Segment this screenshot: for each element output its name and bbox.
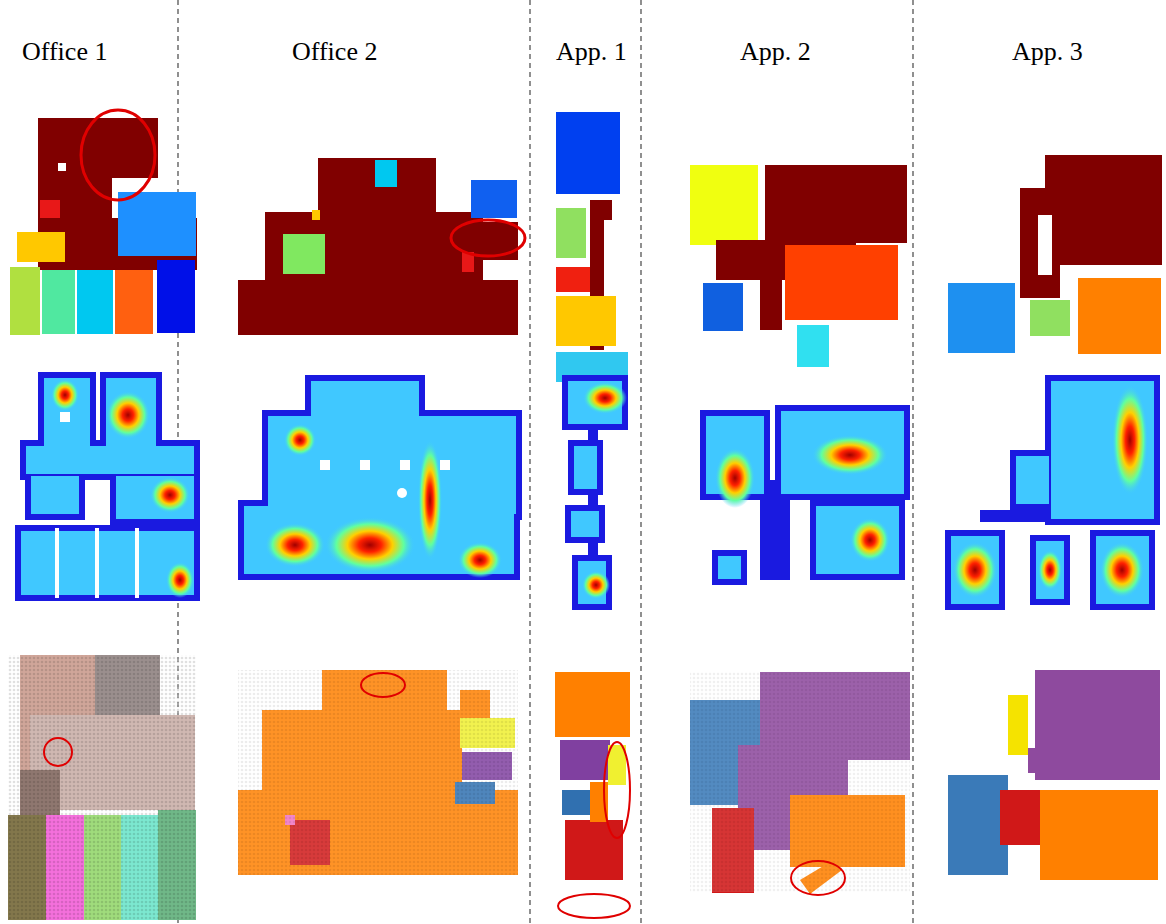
column-heading: Office 2 bbox=[292, 38, 377, 67]
heat-map bbox=[15, 372, 1160, 610]
column-heading: App. 3 bbox=[1012, 38, 1083, 67]
segmentation-map bbox=[10, 110, 1162, 382]
column-heading: App. 2 bbox=[740, 38, 811, 67]
point-cloud bbox=[8, 655, 1160, 920]
column-separator bbox=[178, 0, 913, 924]
column-heading: Office 1 bbox=[22, 38, 107, 67]
column-heading: App. 1 bbox=[556, 38, 627, 67]
